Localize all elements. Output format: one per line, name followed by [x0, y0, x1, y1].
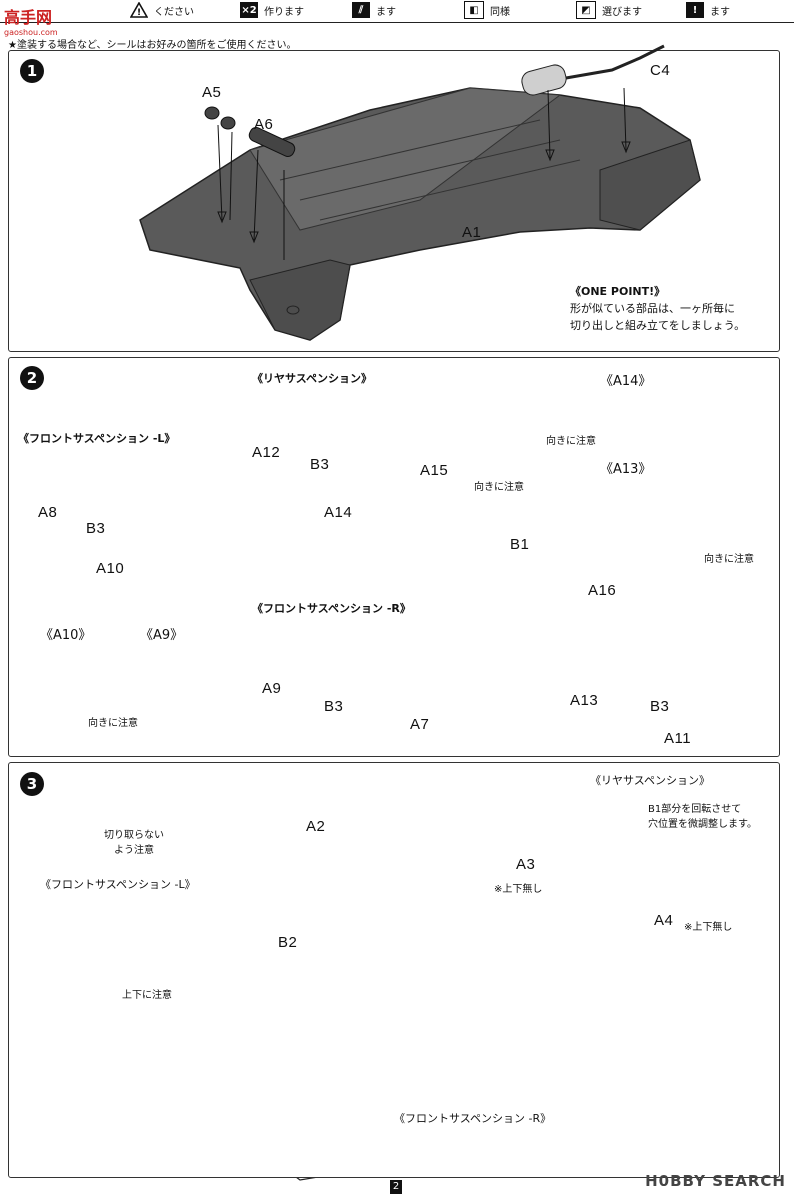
inset-a10-title: 《A10》 [40, 628, 92, 643]
part-label-a11: A11 [664, 730, 692, 747]
inset-a13-title: 《A13》 [600, 462, 652, 477]
b1-adjust-note: B1部分を回転させて 穴位置を微調整します。 [648, 804, 757, 830]
part-label-a16: A16 [588, 582, 617, 599]
a4-note: ※上下無し [684, 922, 733, 933]
warning-icon: ! [130, 2, 148, 18]
b1-orientation-note: 向きに注意 [474, 482, 524, 493]
legend-text: ください [154, 6, 194, 18]
part-label-a15: A15 [420, 462, 449, 479]
part-label-a13: A13 [570, 692, 599, 709]
x2-icon: ×2 [240, 2, 258, 18]
part-label-a8: A8 [38, 504, 58, 521]
cement-icon: ⫽ [352, 2, 370, 18]
legend-cement: ⫽ ます [352, 0, 396, 20]
instruction-legend-bar: ! ください ×2 作ります ⫽ ます ◧ 同様 ◩ 選びます ! ます [0, 0, 794, 23]
choose-icon: ◩ [576, 1, 596, 19]
site-watermark: 高手网 gaoshou.com [4, 4, 58, 37]
part-label-b3: B3 [324, 698, 344, 715]
a3-note: ※上下無し [494, 884, 543, 895]
inset-a13-note: 向きに注意 [704, 554, 754, 565]
front-suspension-l-title: 《フロントサスペンション -L》 [18, 432, 176, 445]
legend-exclaim: ! ます [686, 0, 730, 20]
front-suspension-r-label: 《フロントサスペンション -R》 [394, 1112, 552, 1125]
step2-panel [8, 357, 780, 757]
legend-choose: ◩ 選びます [576, 0, 642, 20]
part-label-a12: A12 [252, 444, 281, 461]
part-label-a1: A1 [462, 224, 482, 241]
part-label-b1: B1 [510, 536, 530, 553]
inset-a14-note: 向きに注意 [546, 436, 596, 447]
step3-panel [8, 762, 780, 1178]
rear-suspension-label: 《リヤサスペンション》 [590, 774, 711, 787]
part-label-c4: C4 [650, 62, 671, 79]
front-suspension-l-label: 《フロントサスペンション -L》 [40, 878, 196, 891]
legend-text: 作ります [264, 6, 304, 18]
one-point-tip: 《ONE POINT!》 形が似ている部品は、一ヶ所毎に 切り出しと組み立てをし… [570, 283, 745, 334]
legend-warning: ! ください [130, 0, 194, 20]
updown-note: 上下に注意 [122, 990, 172, 1001]
page-number: 2 [390, 1180, 402, 1194]
watermark-title: 高手网 [4, 8, 53, 27]
step1-number: 1 [20, 59, 44, 83]
inset-a10-a9-note: 向きに注意 [88, 718, 138, 729]
one-point-line2: 切り出しと組み立てをしましょう。 [570, 319, 746, 332]
legend-text: 選びます [602, 6, 642, 18]
one-point-line1: 形が似ている部品は、一ヶ所毎に [570, 302, 735, 315]
brand-watermark: H0BBY SEARCH [645, 1172, 786, 1190]
part-label-a6: A6 [254, 116, 274, 133]
part-label-a7: A7 [410, 716, 430, 733]
step2-number: 2 [20, 366, 44, 390]
step3-number: 3 [20, 772, 44, 796]
step1-chassis-drawing [139, 44, 701, 341]
one-point-title: 《ONE POINT!》 [570, 285, 666, 298]
legend-text: ます [710, 6, 730, 18]
intro-note: ★塗装する場合など、シールはお好みの箇所をご使用ください。 [8, 40, 297, 51]
part-label-b2: B2 [278, 934, 298, 951]
legend-text: ます [376, 6, 396, 18]
part-label-b3: B3 [86, 520, 106, 537]
part-label-b3: B3 [310, 456, 330, 473]
front-suspension-r-title: 《フロントサスペンション -R》 [252, 602, 411, 615]
part-label-a5: A5 [202, 84, 222, 101]
part-label-a2: A2 [306, 818, 326, 835]
part-label-b3: B3 [650, 698, 670, 715]
legend-same: ◧ 同様 [464, 0, 510, 20]
no-cut-note: 切り取らない よう注意 [104, 830, 164, 856]
svg-text:!: ! [137, 8, 141, 18]
legend-text: 同様 [490, 6, 510, 18]
watermark-sub: gaoshou.com [4, 28, 58, 37]
part-label-a4: A4 [654, 912, 674, 929]
same-icon: ◧ [464, 1, 484, 19]
part-label-a9: A9 [262, 680, 282, 697]
part-label-a10: A10 [96, 560, 125, 577]
rear-suspension-title: 《リヤサスペンション》 [252, 372, 373, 385]
inset-a14-title: 《A14》 [600, 374, 652, 389]
inset-a9-title: 《A9》 [140, 628, 184, 643]
exclaim-icon: ! [686, 2, 704, 18]
part-label-a14: A14 [324, 504, 353, 521]
legend-x2: ×2 作ります [240, 0, 304, 20]
part-label-a3: A3 [516, 856, 536, 873]
